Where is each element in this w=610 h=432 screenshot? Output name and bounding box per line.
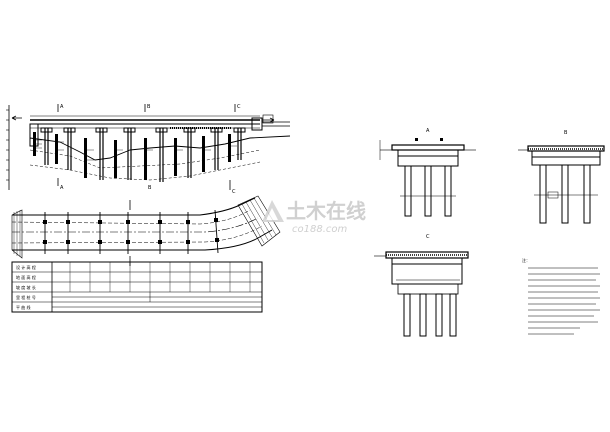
section-mark-a-bottom: A: [60, 185, 64, 191]
section-mark-b-bottom: B: [148, 185, 152, 191]
section-c-title: C: [426, 234, 430, 240]
notes-heading: 注：: [522, 257, 530, 263]
cross-section-b: [518, 145, 605, 224]
section-a-title: A: [426, 128, 430, 134]
watermark-brand-text: 土木在线: [286, 199, 366, 223]
row-label-design-elevation: 设 计 高 程: [16, 264, 36, 270]
row-label-ground-elevation: 地 面 高 程: [16, 274, 36, 280]
elevation-section-marks: A B C A B C: [60, 104, 241, 195]
row-label-slope-length: 坡 度 坡 长: [16, 284, 36, 290]
bridge-elevation-view: [6, 104, 291, 190]
watermark-logo-icon: [262, 200, 284, 222]
profile-data-table: [11, 261, 263, 313]
bridge-plan-view: [11, 195, 281, 266]
section-b-title: B: [564, 130, 568, 136]
section-mark-b-top: B: [147, 104, 151, 110]
design-notes: 注：: [522, 257, 600, 335]
cross-section-a: [379, 138, 476, 217]
row-label-stake-number: 里 程 桩 号: [16, 294, 36, 300]
profile-table-row-labels: 设 计 高 程 地 面 高 程 坡 度 坡 长 里 程 桩 号 平 曲 线: [16, 264, 36, 310]
section-mark-c-bottom: C: [232, 189, 236, 195]
row-label-horizontal-curve: 平 曲 线: [16, 304, 31, 310]
watermark: 土木在线 co188.com: [262, 199, 366, 235]
section-mark-a-top: A: [60, 104, 64, 110]
section-mark-c-top: C: [237, 104, 241, 110]
watermark-url-text: co188.com: [292, 224, 347, 235]
cross-section-c: [374, 251, 469, 337]
